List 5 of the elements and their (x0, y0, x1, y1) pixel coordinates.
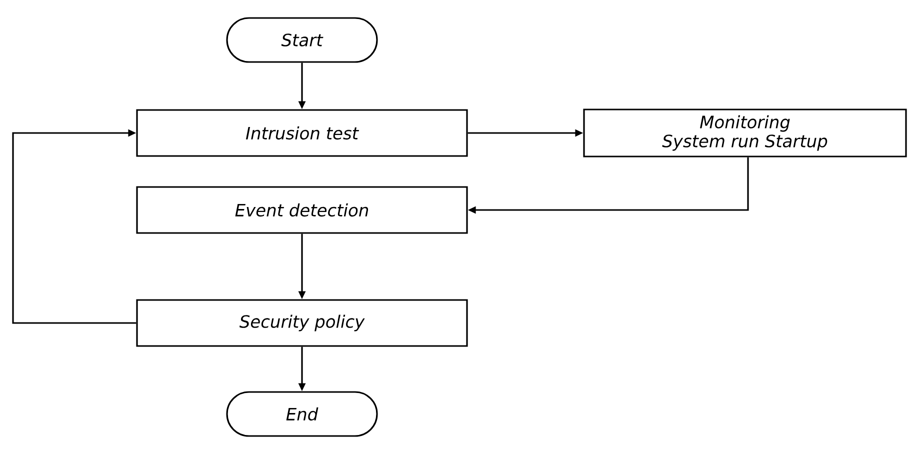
arrow (12, 129, 136, 324)
process-box: Monitoring System run Startup (583, 108, 907, 158)
process-box: Event detection (136, 186, 468, 234)
process-box: Security policy (136, 299, 468, 347)
process-box: Intrusion test (136, 109, 468, 157)
